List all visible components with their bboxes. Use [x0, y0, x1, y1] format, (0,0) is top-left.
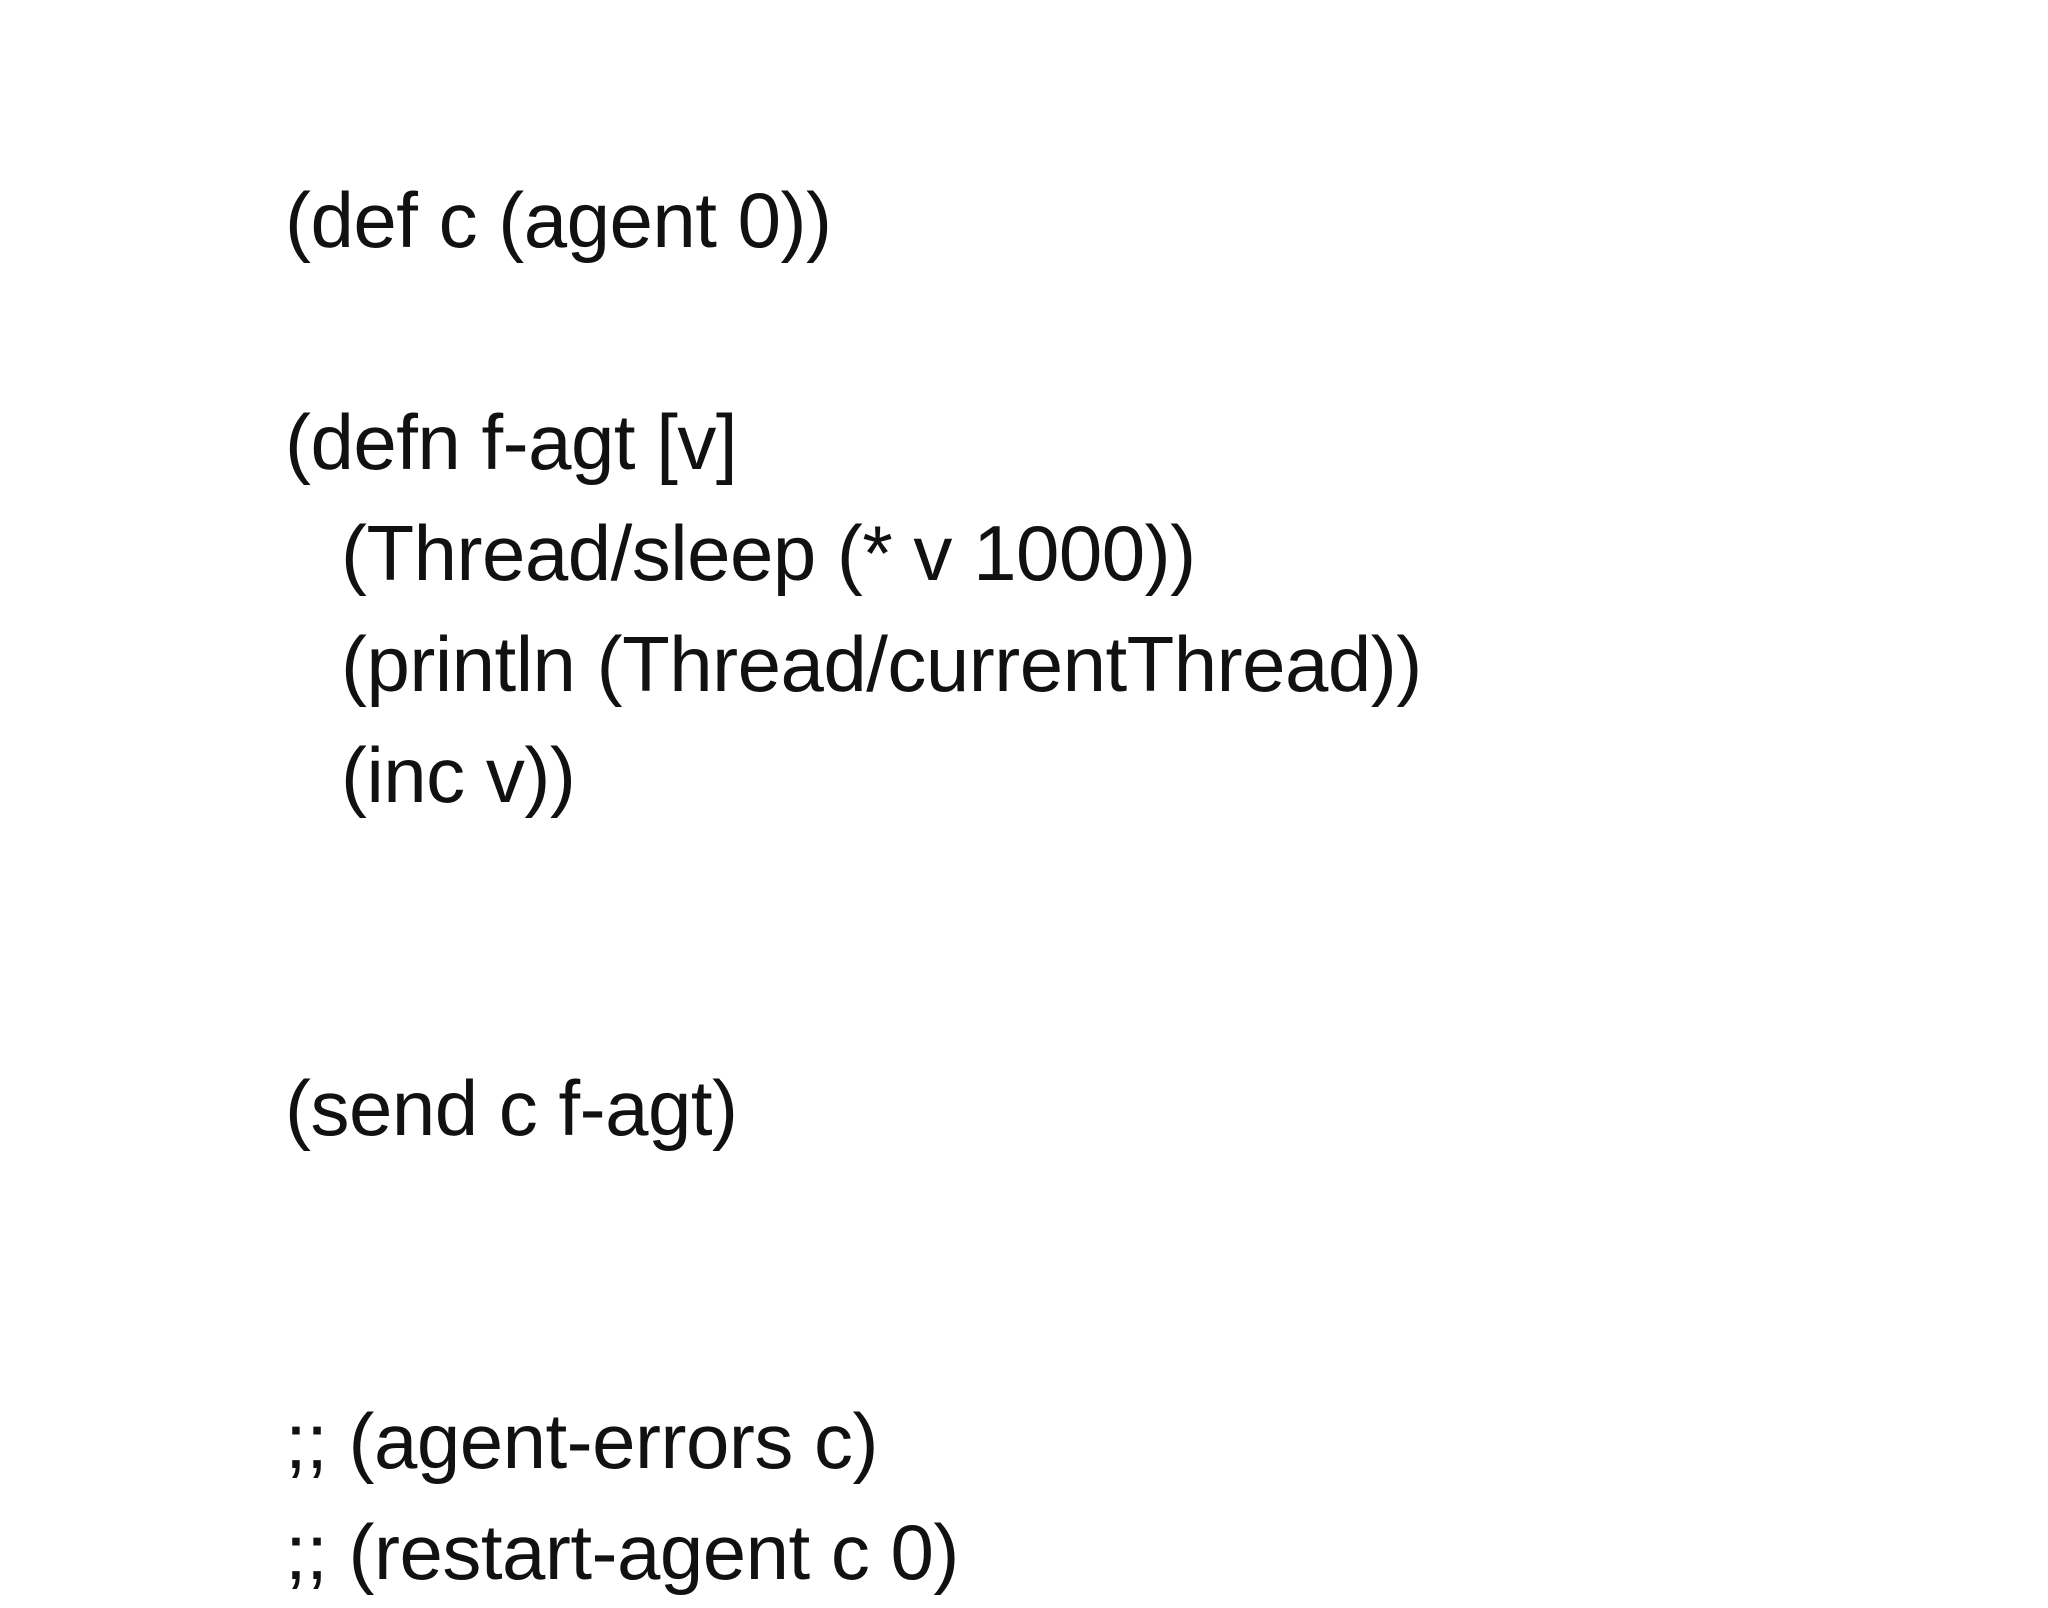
slide-canvas: (def c (agent 0)) (defn f-agt [v] (Thread/…	[285, 176, 1423, 1596]
code-line: (println (Thread/currentThread))	[341, 620, 1422, 708]
code-block: (def c (agent 0)) (defn f-agt [v] (Thread/…	[285, 165, 1885, 1608]
code-line-blank	[285, 831, 1885, 942]
code-line: (def c (agent 0))	[285, 176, 832, 264]
code-line: (Thread/sleep (* v 1000))	[341, 509, 1196, 597]
code-line: (inc v))	[341, 731, 576, 819]
code-comment-line: ;; (agent-errors c)	[285, 1397, 878, 1485]
code-comment-line: ;; (restart-agent c 0)	[285, 1508, 959, 1596]
code-line-blank	[285, 942, 1885, 1053]
code-line-blank	[285, 1275, 1885, 1386]
code-line: (send c f-agt)	[285, 1064, 738, 1152]
code-line: (defn f-agt [v]	[285, 398, 738, 486]
code-line-blank	[285, 1164, 1885, 1275]
code-line-blank	[285, 276, 1885, 387]
